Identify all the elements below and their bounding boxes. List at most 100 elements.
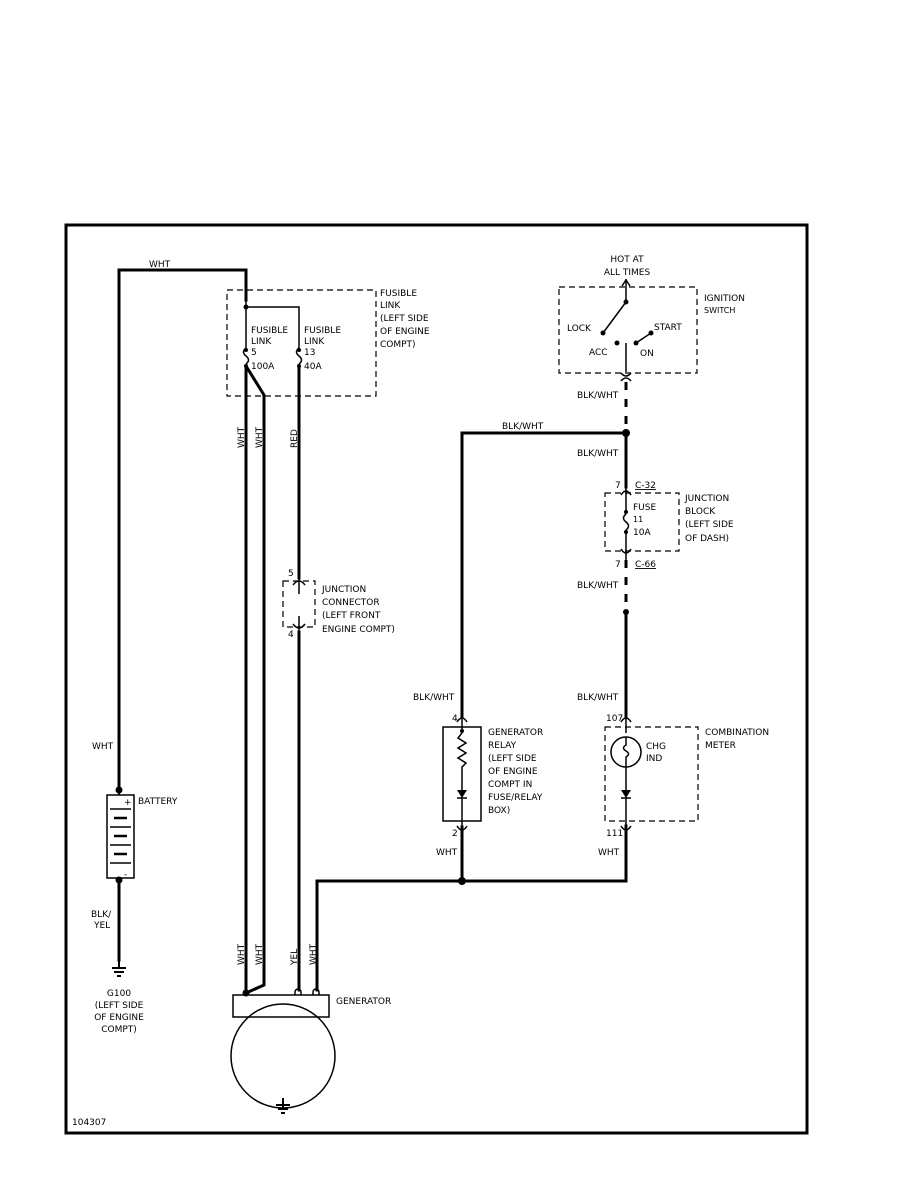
wire-label-wht-relay: WHT — [436, 848, 458, 858]
junction-connector-title-1: JUNCTION — [321, 585, 366, 595]
generator-relay-title-3: (LEFT SIDE — [488, 754, 537, 764]
junction-block-conn-bottom: C-66 — [635, 560, 656, 570]
wire-label-blk: BLK/ — [91, 910, 112, 920]
combination-meter-title-1: COMBINATION — [705, 728, 769, 738]
fusible-link-b-symbol — [295, 347, 303, 365]
combination-meter-pin-top: 107 — [606, 714, 623, 724]
fusible-link-title-5: COMPT) — [380, 340, 416, 350]
charge-indicator-label-2: IND — [646, 754, 662, 764]
junction-block-fuse-line-2: 11 — [633, 515, 643, 524]
wire-label-blkwht-5: BLK/WHT — [577, 693, 619, 703]
generator-ground-symbol — [276, 1098, 290, 1114]
wire-wht-b — [243, 363, 266, 995]
wire-break-node — [623, 609, 629, 615]
fusible-link-a-line-3: 5 — [251, 348, 257, 358]
generator-relay-pin-top: 4 — [452, 714, 458, 724]
wire-label-wht-battery: WHT — [92, 742, 114, 752]
generator-relay-title-5: COMPT IN — [488, 780, 532, 790]
fusible-link-a-symbol — [242, 347, 250, 365]
wire-blkwht-to-relay — [460, 431, 628, 718]
junction-block-pin-top: 7 — [615, 481, 621, 491]
generator-relay-title-6: FUSE/RELAY — [488, 793, 543, 803]
fusible-link-a-line-4: 100A — [251, 362, 275, 372]
junction-connector-title-4: ENGINE COMPT) — [322, 625, 395, 635]
fusible-link-title-1: FUSIBLE — [380, 289, 417, 299]
generator-relay-title-7: BOX) — [488, 806, 510, 816]
wire-label-wht-4: WHT — [255, 943, 265, 965]
wire-label-wht-1: WHT — [237, 426, 247, 448]
generator-relay-title-2: RELAY — [488, 741, 517, 751]
wire-label-yel-ground: YEL — [93, 921, 110, 931]
charge-indicator-symbol — [610, 716, 642, 831]
ground-label-line-4: COMPT) — [101, 1025, 137, 1035]
hot-at-label-2: ALL TIMES — [604, 268, 651, 278]
combination-meter-box — [604, 726, 699, 822]
generator-relay-symbol — [456, 716, 468, 831]
junction-connector-title-2: CONNECTOR — [322, 598, 380, 608]
wire-wht-charge-return — [315, 824, 628, 992]
fusible-link-b-line-2: LINK — [304, 337, 325, 347]
ignition-title-1: IGNITION — [704, 294, 745, 304]
ground-label-line-1: G100 — [107, 989, 131, 999]
ignition-start-label: START — [654, 323, 682, 333]
ignition-switch-box — [558, 286, 698, 374]
junction-block-fuse-line-3: 10A — [633, 528, 651, 538]
charge-indicator-label-1: CHG — [646, 742, 666, 752]
ground-symbol — [112, 960, 126, 977]
junction-block-conn-top: C-32 — [635, 481, 656, 491]
combination-meter-pin-bottom: 111 — [606, 829, 623, 839]
junction-connector-pin-bottom: 4 — [288, 630, 294, 640]
ignition-switch-symbol — [600, 278, 654, 382]
junction-block-title-1: JUNCTION — [684, 494, 729, 504]
ignition-on-label: ON — [640, 349, 654, 359]
wire-label-wht-top: WHT — [149, 260, 171, 270]
junction-connector-symbol — [292, 578, 306, 632]
fusible-link-a-line-1: FUSIBLE — [251, 326, 288, 336]
diagram-frame — [64, 223, 809, 1135]
fusible-link-title-4: OF ENGINE — [380, 327, 430, 337]
fusible-link-b-line-4: 40A — [304, 362, 322, 372]
wire-label-wht-meter: WHT — [598, 848, 620, 858]
generator-relay-title-4: OF ENGINE — [488, 767, 538, 777]
junction-connector-title-3: (LEFT FRONT — [322, 611, 381, 621]
fusible-link-b-top-node — [297, 348, 301, 352]
generator-body — [230, 1003, 336, 1109]
fusible-link-bus — [246, 306, 300, 348]
battery-negative-node — [115, 876, 123, 884]
junction-block-title-4: OF DASH) — [685, 534, 729, 544]
junction-connector-pin-top: 5 — [288, 569, 294, 579]
junction-block-title-3: (LEFT SIDE — [685, 520, 734, 530]
ignition-title-2: SWITCH — [704, 306, 735, 315]
fusible-link-a-line-2: LINK — [251, 337, 272, 347]
wire-label-wht-3: WHT — [237, 943, 247, 965]
wire-label-blkwht-2: BLK/WHT — [502, 422, 544, 432]
fusible-link-box — [226, 289, 377, 397]
ground-label-line-2: (LEFT SIDE — [95, 1001, 144, 1011]
ground-label-line-3: OF ENGINE — [94, 1013, 144, 1023]
ignition-acc-label: ACC — [589, 348, 608, 358]
wire-label-yel: YEL — [290, 949, 300, 966]
junction-block-pin-bottom: 7 — [615, 560, 621, 570]
battery-minus-sign: - — [124, 870, 127, 880]
wire-label-wht-5: WHT — [309, 943, 319, 965]
wire-label-wht-2: WHT — [255, 426, 265, 448]
fusible-link-b-line-1: FUSIBLE — [304, 326, 341, 336]
fusible-link-title-2: LINK — [380, 301, 401, 311]
wire-label-blkwht-3: BLK/WHT — [577, 449, 619, 459]
wire-label-blkwht-6: BLK/WHT — [413, 693, 455, 703]
fusible-link-a-top-node — [244, 348, 248, 352]
wire-label-red: RED — [290, 429, 300, 448]
combination-meter-title-2: METER — [705, 741, 736, 751]
diagram-id: 104307 — [72, 1118, 106, 1128]
junction-block-box — [604, 492, 680, 552]
battery-plus-sign: + — [124, 798, 132, 808]
junction-block-fuse-line-1: FUSE — [633, 503, 656, 513]
junction-block-fuse-symbol — [620, 487, 632, 560]
generator-relay-title-1: GENERATOR — [488, 728, 543, 738]
fusible-link-title-3: (LEFT SIDE — [380, 314, 429, 324]
generator-label: GENERATOR — [336, 997, 391, 1007]
junction-block-title-2: BLOCK — [685, 507, 716, 517]
generator-terminal-block — [232, 994, 330, 1018]
battery-label: BATTERY — [138, 797, 178, 807]
